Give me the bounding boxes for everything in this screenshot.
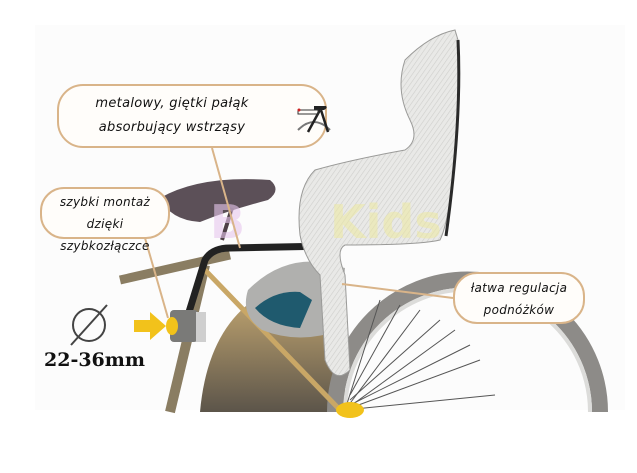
callout-mount-line1: szybki montaż dzięki [59, 195, 151, 231]
svg-text:Kids: Kids [330, 195, 442, 249]
callout-frame-line2: absorbujący wstrząsy [98, 120, 246, 135]
callout-frame: metalowy, giętki pałąk absorbujący wstrz… [57, 84, 327, 148]
callout-mount-line2: szybkozłączce [60, 239, 150, 253]
callout-footrest-line1: łatwa regulacja [470, 281, 568, 295]
tube-diameter-label: 22-36mm [44, 349, 145, 371]
rear-rack-icon [297, 106, 331, 133]
diameter-icon [70, 304, 108, 346]
callout-footrest-line2: podnóżków [483, 303, 555, 317]
callout-footrest: łatwa regulacja podnóżków [453, 272, 585, 324]
callout-frame-line1: metalowy, giętki pałąk [95, 96, 249, 111]
callout-mount: szybki montaż dzięki szybkozłączce [40, 187, 170, 253]
